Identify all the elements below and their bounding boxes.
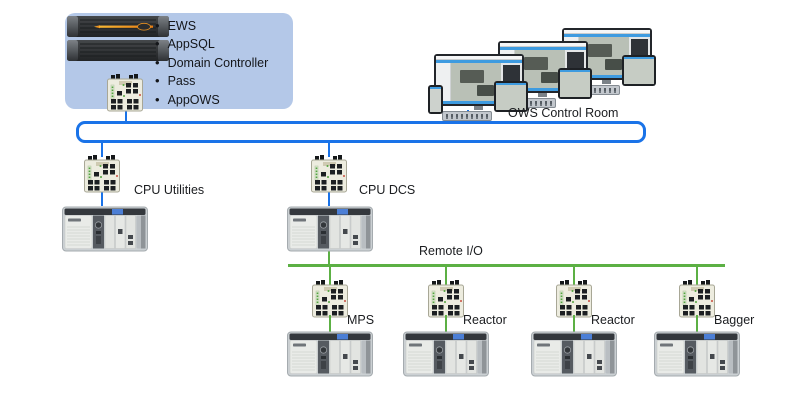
ethernet-switch-icon	[311, 155, 347, 193]
plc-reactor-2	[531, 330, 617, 378]
tablet-icon	[622, 55, 656, 86]
phone-screen	[430, 87, 441, 112]
screen-taskbar	[436, 101, 522, 104]
list-item: Pass	[155, 72, 268, 90]
remote-io-bus-line	[288, 264, 725, 267]
screen-graphic-block	[541, 72, 559, 83]
switch-server-room	[106, 74, 144, 112]
ethernet-switch-icon	[84, 155, 120, 193]
connector-plc-to-remote-io	[328, 251, 330, 266]
rack-server-icon	[67, 16, 169, 61]
screen-graphic-block	[523, 56, 549, 70]
reactor-2-label: Reactor	[591, 313, 635, 327]
monitor-stand	[602, 80, 611, 84]
monitor-stand	[474, 106, 483, 110]
screen-graphic-block	[587, 43, 613, 57]
connector-bus-to-cpu-utilities	[101, 141, 103, 157]
trend-chart-thumb	[631, 39, 648, 55]
tablet-icon	[494, 81, 528, 112]
screen-header-bar	[436, 60, 522, 63]
screen-graphic-block	[605, 59, 623, 70]
connector-switch-to-plc	[573, 315, 575, 332]
tablet-screen	[624, 57, 654, 84]
connector-rio-to-switch	[696, 266, 698, 285]
screen-header-bar	[564, 34, 650, 37]
rack-server	[67, 16, 169, 62]
server-group-panel: EWS AppSQL Domain Controller Pass AppOWS	[65, 13, 293, 109]
tablet-screen	[560, 70, 590, 97]
ethernet-switch-icon	[556, 280, 592, 318]
ethernet-switch-icon	[428, 280, 464, 318]
monitor-stand	[538, 93, 547, 97]
connector-switch-to-plc	[329, 315, 331, 332]
phone-icon	[428, 85, 443, 114]
connector-rio-to-switch	[329, 266, 331, 285]
ethernet-backbone-bus	[76, 121, 646, 143]
screen-graphic-area	[450, 63, 502, 101]
screen-titlebar	[436, 56, 522, 60]
connector-switch-to-bus	[125, 109, 127, 123]
cpu-dcs-label: CPU DCS	[359, 183, 416, 197]
plc-controller-icon	[287, 206, 373, 252]
switch-cpu-dcs	[310, 155, 348, 193]
plc-bagger	[654, 330, 740, 378]
trend-chart-thumb	[567, 52, 584, 68]
keyboard-icon	[442, 111, 492, 121]
plc-controller-icon	[403, 331, 489, 377]
plc-controller-icon	[531, 331, 617, 377]
ows-cluster-1	[428, 54, 528, 122]
ows-control-room-label: OWS Control Room	[508, 106, 619, 120]
connector-bus-to-cpu-dcs	[328, 141, 330, 157]
screen-graphic-block	[459, 69, 485, 83]
connector-switch-to-plc-dcs	[328, 190, 330, 206]
tablet-icon	[558, 68, 592, 99]
plc-mps	[287, 330, 373, 378]
plc-controller-icon	[62, 206, 148, 252]
plc-controller-icon	[287, 331, 373, 377]
mps-label: MPS	[347, 313, 375, 327]
cpu-utilities-label: CPU Utilities	[134, 183, 205, 197]
list-item: EWS	[155, 17, 268, 35]
remote-io-label: Remote I/O	[419, 244, 483, 258]
bagger-label: Bagger	[714, 313, 755, 327]
switch-reactor-1	[427, 280, 465, 318]
connector-rio-to-switch	[445, 266, 447, 285]
connector-rio-to-switch	[573, 266, 575, 285]
reactor-1-label: Reactor	[463, 313, 507, 327]
connector-switch-to-plc	[696, 315, 698, 332]
plc-controller-icon	[654, 331, 740, 377]
screen-graphic-block	[477, 85, 495, 96]
workstation-cluster	[428, 54, 528, 122]
screen-titlebar	[500, 43, 586, 47]
switch-mps	[311, 280, 349, 318]
ethernet-switch-icon	[107, 74, 143, 112]
screen-taskbar	[500, 88, 586, 91]
list-item: AppSQL	[155, 35, 268, 53]
plc-reactor-1	[403, 330, 489, 378]
plc-cpu-dcs	[287, 205, 373, 253]
connector-switch-to-plc	[445, 315, 447, 332]
switch-reactor-2	[555, 280, 593, 318]
screen-titlebar	[564, 30, 650, 34]
list-item: Domain Controller	[155, 54, 269, 72]
connector-switch-to-plc-utilities	[101, 190, 103, 206]
screen-header-bar	[500, 47, 586, 50]
screen-taskbar	[564, 75, 650, 78]
ethernet-switch-icon	[312, 280, 348, 318]
tablet-screen	[496, 83, 526, 110]
switch-cpu-utilities	[83, 155, 121, 193]
list-item: AppOWS	[155, 91, 268, 109]
server-roles-list: EWS AppSQL Domain Controller Pass AppOWS	[155, 17, 269, 109]
trend-chart-thumb	[503, 65, 520, 81]
plc-cpu-utilities	[62, 205, 148, 253]
switch-bagger	[678, 280, 716, 318]
ethernet-switch-icon	[679, 280, 715, 318]
